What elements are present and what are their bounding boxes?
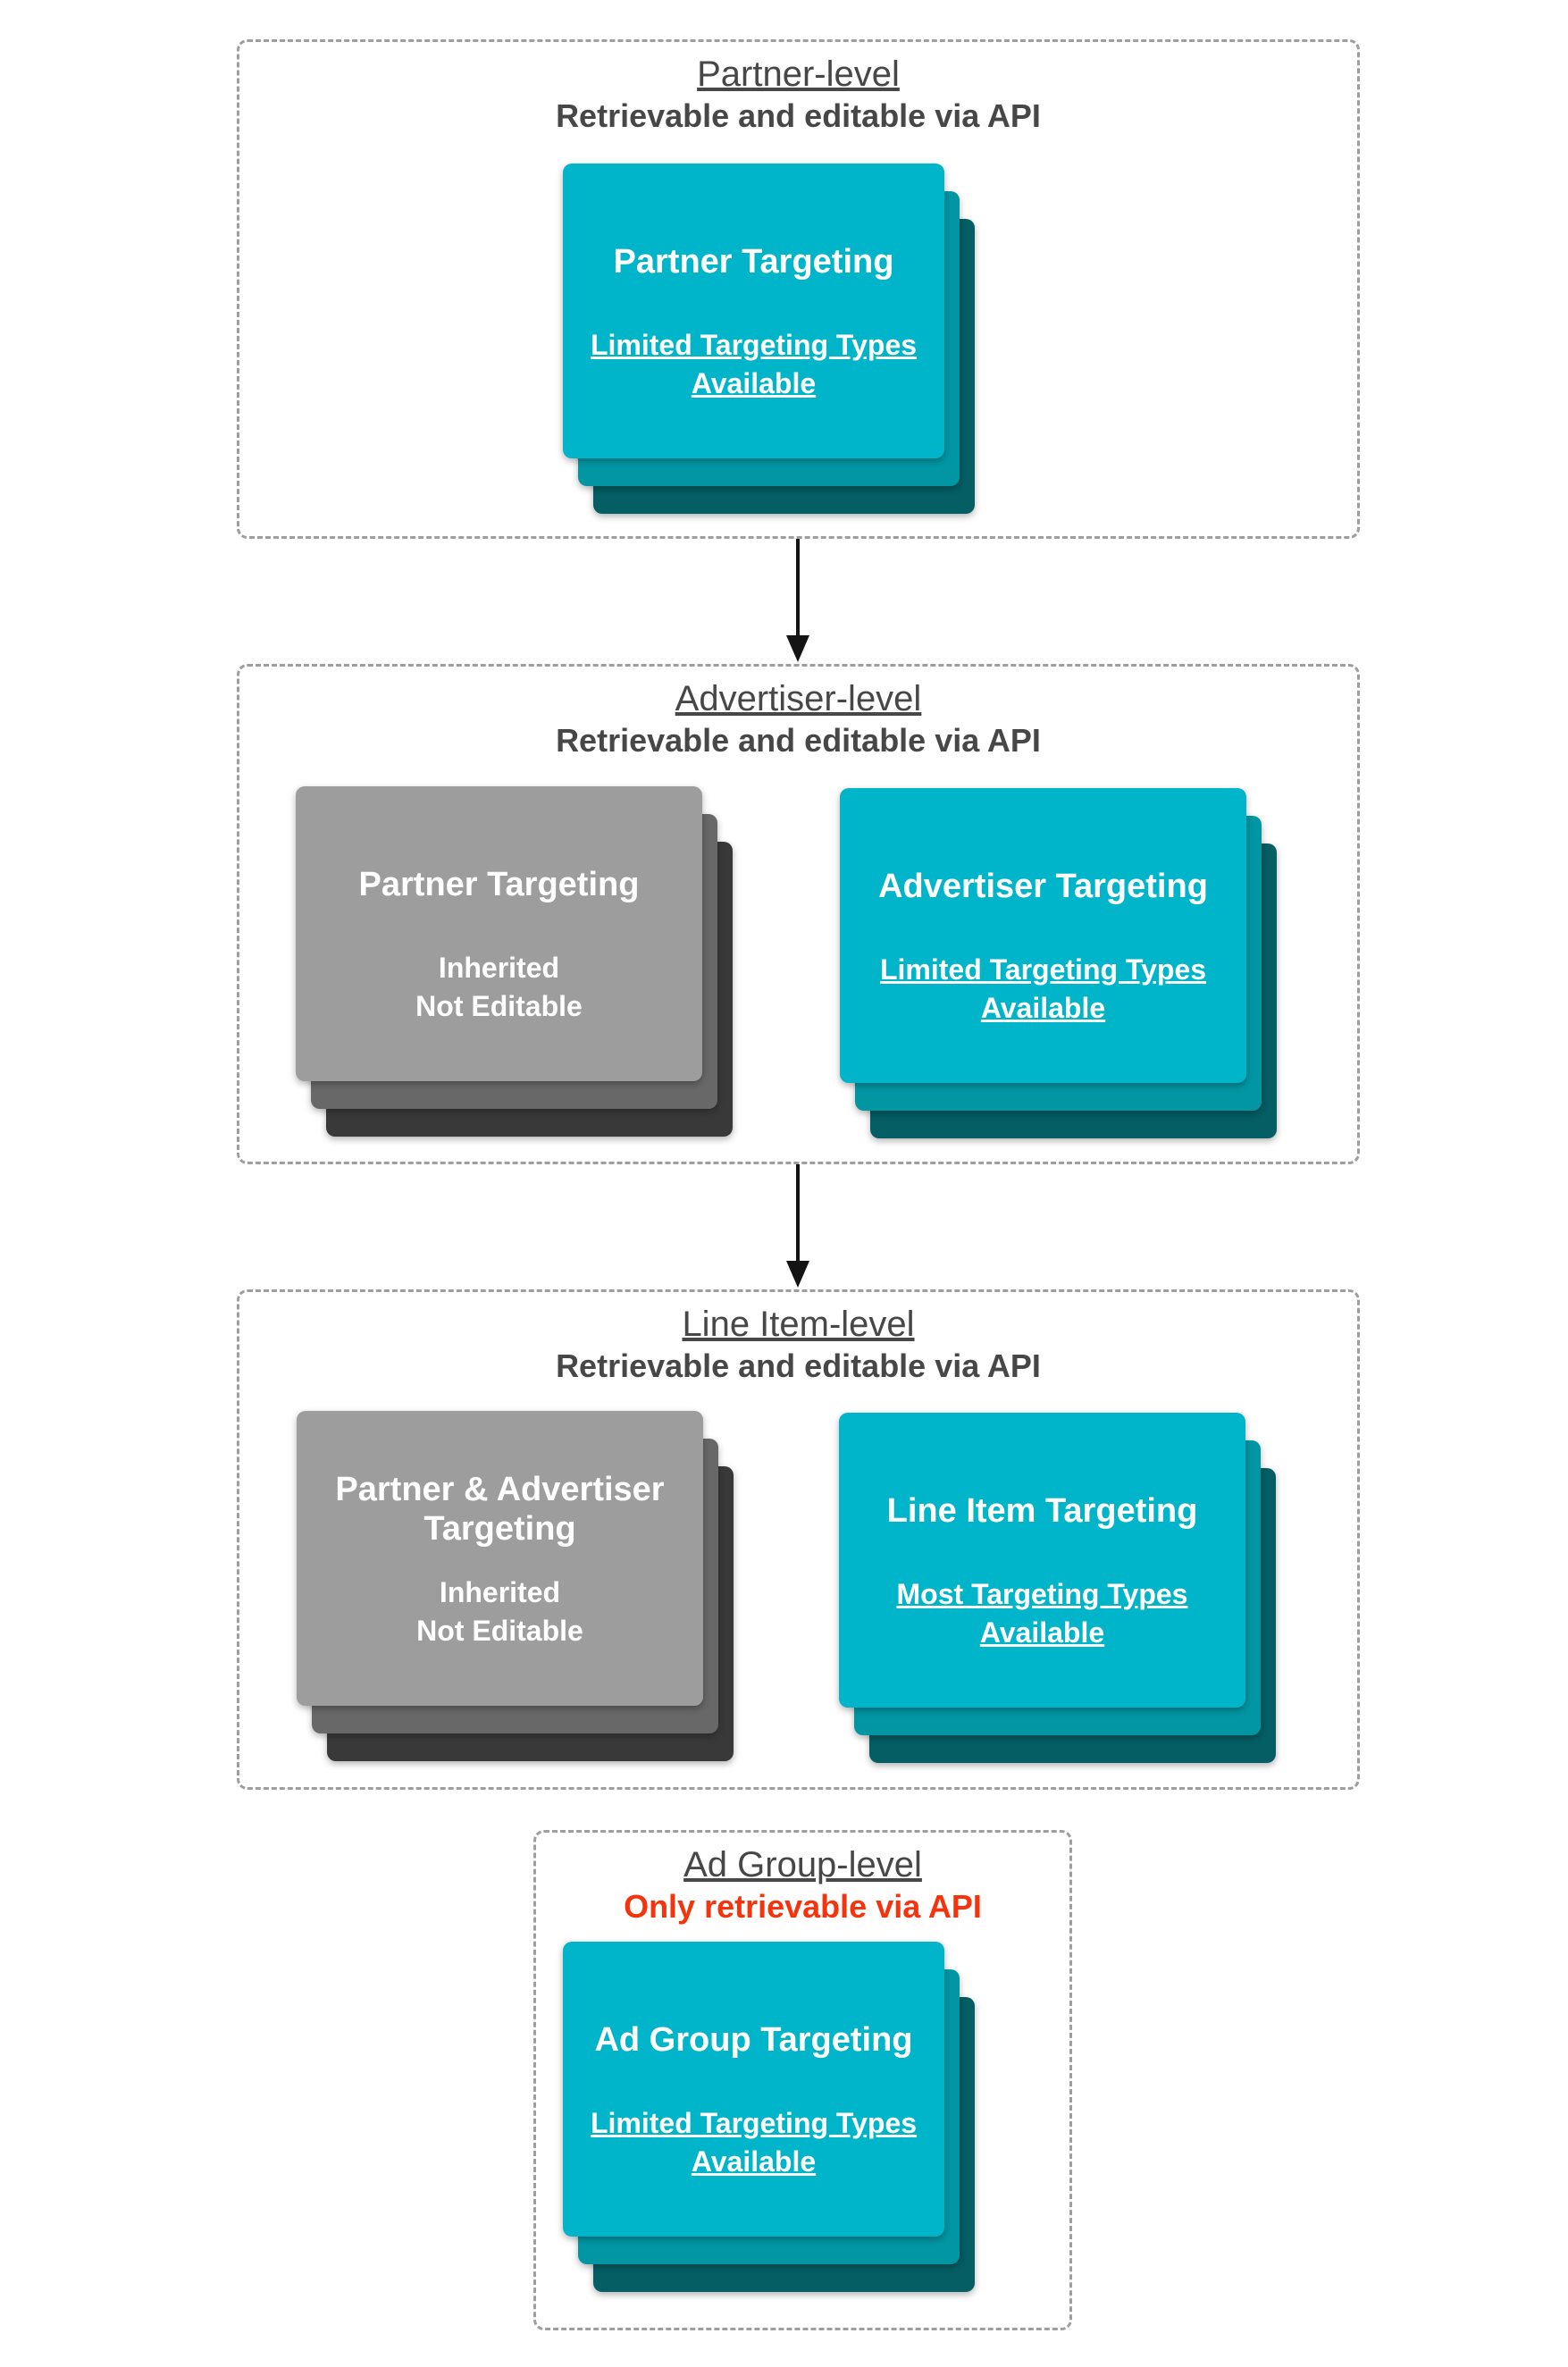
card-subtitle: Most Targeting Types Available: [897, 1575, 1188, 1652]
card-subtitle-line: Not Editable: [416, 1615, 583, 1648]
section-subtitle: Only retrievable via API: [624, 1888, 982, 1925]
card-subtitle-line: Available: [979, 1616, 1105, 1649]
card-subtitle-line: Inherited: [439, 1576, 561, 1608]
card-front-layer: Partner Targeting Limited Targeting Type…: [563, 164, 944, 458]
section-advertiser-level: Advertiser-level Retrievable and editabl…: [237, 664, 1360, 1164]
card-subtitle-line: Available: [691, 2145, 817, 2178]
card-title: Partner Targeting: [613, 242, 894, 281]
card-front-layer: Line Item Targeting Most Targeting Types…: [839, 1413, 1245, 1708]
arrow-line: [796, 1164, 800, 1261]
card-title: Partner Targeting: [358, 865, 640, 903]
arrow-head: [786, 1261, 809, 1288]
section-title: Advertiser-level: [675, 679, 922, 718]
section-title: Partner-level: [697, 55, 900, 94]
card-subtitle: Inherited Not Editable: [416, 1574, 583, 1650]
card-subtitle: Inherited Not Editable: [415, 949, 583, 1026]
card-subtitle-line: Not Editable: [415, 990, 583, 1023]
section-ad-group-level: Ad Group-level Only retrievable via API …: [533, 1830, 1072, 2330]
card-subtitle: Limited Targeting Types Available: [591, 2104, 917, 2181]
arrow-head: [786, 635, 809, 662]
section-line-item-level: Line Item-level Retrievable and editable…: [237, 1289, 1360, 1790]
card-front-layer: Ad Group Targeting Limited Targeting Typ…: [563, 1942, 944, 2237]
arrow-line: [796, 539, 800, 635]
section-title: Line Item-level: [682, 1305, 915, 1344]
card-title: Ad Group Targeting: [594, 2020, 913, 2059]
card-subtitle-line: Available: [980, 992, 1106, 1025]
card-subtitle-line: Most Targeting Types: [896, 1578, 1188, 1610]
card-front-layer: Partner & Advertiser Targeting Inherited…: [297, 1411, 703, 1706]
card-subtitle: Limited Targeting Types Available: [880, 951, 1206, 1028]
card-subtitle-line: Limited Targeting Types: [590, 2107, 918, 2139]
card-title: Advertiser Targeting: [878, 867, 1208, 905]
section-partner-level: Partner-level Retrievable and editable v…: [237, 39, 1360, 539]
card-subtitle-line: Limited Targeting Types: [879, 953, 1207, 986]
section-subtitle: Retrievable and editable via API: [556, 722, 1041, 759]
down-arrow-icon: [786, 539, 809, 662]
card-subtitle: Limited Targeting Types Available: [591, 326, 917, 403]
card-subtitle-line: Inherited: [438, 952, 560, 984]
section-subtitle: Retrievable and editable via API: [556, 1347, 1041, 1384]
card-front-layer: Advertiser Targeting Limited Targeting T…: [840, 788, 1246, 1083]
down-arrow-icon: [786, 1164, 809, 1288]
section-subtitle: Retrievable and editable via API: [556, 97, 1041, 134]
card-subtitle-line: Limited Targeting Types: [590, 329, 918, 361]
section-title: Ad Group-level: [683, 1845, 922, 1884]
card-subtitle-line: Available: [691, 367, 817, 400]
card-front-layer: Partner Targeting Inherited Not Editable: [296, 786, 702, 1081]
card-title: Partner & Advertiser Targeting: [335, 1470, 665, 1548]
card-title: Line Item Targeting: [886, 1491, 1198, 1530]
